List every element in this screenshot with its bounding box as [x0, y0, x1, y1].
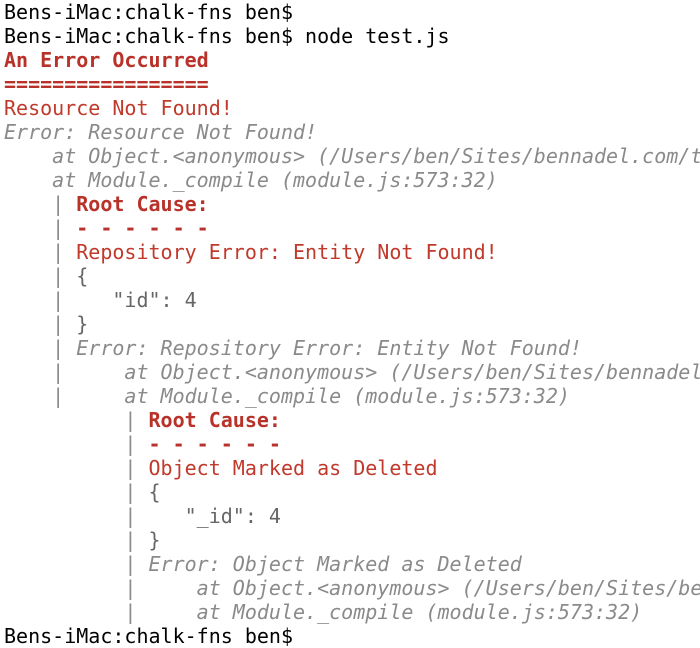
terminal-line: =================: [4, 72, 700, 96]
terminal-line: | Repository Error: Entity Not Found!: [4, 240, 700, 264]
terminal-text-segment: |: [4, 456, 149, 480]
terminal-line: | - - - - - -: [4, 216, 700, 240]
terminal-line: Bens-iMac:chalk-fns ben$: [4, 0, 700, 24]
terminal-text-segment: "_id": 4: [148, 504, 281, 528]
terminal-text-segment: }: [76, 312, 89, 336]
terminal-text-segment: at Module._compile (module.js:573:32): [4, 168, 498, 192]
terminal-text-segment: |: [4, 528, 149, 552]
terminal-line: Bens-iMac:chalk-fns ben$ node test.js: [4, 24, 700, 48]
terminal-line: | Root Cause:: [4, 408, 700, 432]
terminal-text-segment: |: [4, 288, 77, 312]
terminal-text-segment: }: [148, 528, 161, 552]
terminal-text-segment: "id": 4: [76, 288, 197, 312]
terminal-text-segment: |: [4, 216, 77, 240]
terminal-text-segment: |: [4, 576, 149, 600]
terminal-text-segment: Object Marked as Deleted: [148, 456, 438, 480]
terminal-line: | Root Cause:: [4, 192, 700, 216]
terminal-text-segment: Bens-iMac:chalk-fns ben$ node test.js: [4, 24, 450, 48]
terminal-text-segment: - - - - - -: [148, 432, 281, 456]
terminal-line: | }: [4, 312, 700, 336]
terminal-text-segment: Resource Not Found!: [4, 96, 233, 120]
terminal-text-segment: |: [4, 384, 77, 408]
terminal-text-segment: Root Cause:: [76, 192, 209, 216]
terminal-line: | {: [4, 264, 700, 288]
terminal-line: | "id": 4: [4, 288, 700, 312]
terminal-text-segment: at Object.<anonymous> (/Users/ben/Sites/…: [76, 360, 700, 384]
terminal-text-segment: Bens-iMac:chalk-fns ben$: [4, 0, 293, 24]
terminal-text-segment: Root Cause:: [148, 408, 281, 432]
terminal-text-segment: |: [4, 336, 77, 360]
terminal-text-segment: |: [4, 600, 149, 624]
terminal-line: | Error: Object Marked as Deleted: [4, 552, 700, 576]
terminal-line: at Object.<anonymous> (/Users/ben/Sites/…: [4, 144, 700, 168]
terminal-text-segment: |: [4, 480, 149, 504]
terminal-line: | - - - - - -: [4, 432, 700, 456]
terminal-text-segment: |: [4, 408, 149, 432]
terminal-text-segment: at Module._compile (module.js:573:32): [76, 384, 570, 408]
terminal-line: at Module._compile (module.js:573:32): [4, 168, 700, 192]
terminal-line: | "_id": 4: [4, 504, 700, 528]
terminal-text-segment: |: [4, 192, 77, 216]
terminal-text-segment: |: [4, 504, 149, 528]
terminal-text-segment: - - - - - -: [76, 216, 209, 240]
terminal-line: | }: [4, 528, 700, 552]
terminal-line: Resource Not Found!: [4, 96, 700, 120]
terminal-output[interactable]: Bens-iMac:chalk-fns ben$Bens-iMac:chalk-…: [4, 0, 700, 648]
terminal-line: An Error Occurred: [4, 48, 700, 72]
terminal-text-segment: at Object.<anonymous> (/Users/ben/Sites/…: [148, 576, 700, 600]
terminal-text-segment: Error: Repository Error: Entity Not Foun…: [76, 336, 582, 360]
terminal-text-segment: at Object.<anonymous> (/Users/ben/Sites/…: [4, 144, 700, 168]
terminal-text-segment: |: [4, 240, 77, 264]
terminal-line: | at Module._compile (module.js:573:32): [4, 384, 700, 408]
terminal-line: Error: Resource Not Found!: [4, 120, 700, 144]
terminal-line: | at Object.<anonymous> (/Users/ben/Site…: [4, 576, 700, 600]
terminal-line: | Object Marked as Deleted: [4, 456, 700, 480]
terminal-text-segment: |: [4, 312, 77, 336]
terminal-text-segment: |: [4, 360, 77, 384]
terminal-text-segment: |: [4, 552, 149, 576]
terminal-text-segment: at Module._compile (module.js:573:32): [148, 600, 643, 624]
terminal-text-segment: An Error Occurred: [4, 48, 209, 72]
terminal-line: | {: [4, 480, 700, 504]
terminal-line: | Error: Repository Error: Entity Not Fo…: [4, 336, 700, 360]
terminal-text-segment: Error: Resource Not Found!: [4, 120, 318, 144]
terminal-text-segment: {: [148, 480, 161, 504]
terminal-text-segment: {: [76, 264, 89, 288]
terminal-text-segment: Bens-iMac:chalk-fns ben$: [4, 624, 293, 648]
terminal-text-segment: |: [4, 432, 149, 456]
terminal-text-segment: Repository Error: Entity Not Found!: [76, 240, 498, 264]
terminal-text-segment: |: [4, 264, 77, 288]
terminal-text-segment: Error: Object Marked as Deleted: [148, 552, 522, 576]
terminal-line: | at Object.<anonymous> (/Users/ben/Site…: [4, 360, 700, 384]
terminal-line: Bens-iMac:chalk-fns ben$: [4, 624, 700, 648]
terminal-text-segment: =================: [4, 72, 209, 96]
terminal-line: | at Module._compile (module.js:573:32): [4, 600, 700, 624]
